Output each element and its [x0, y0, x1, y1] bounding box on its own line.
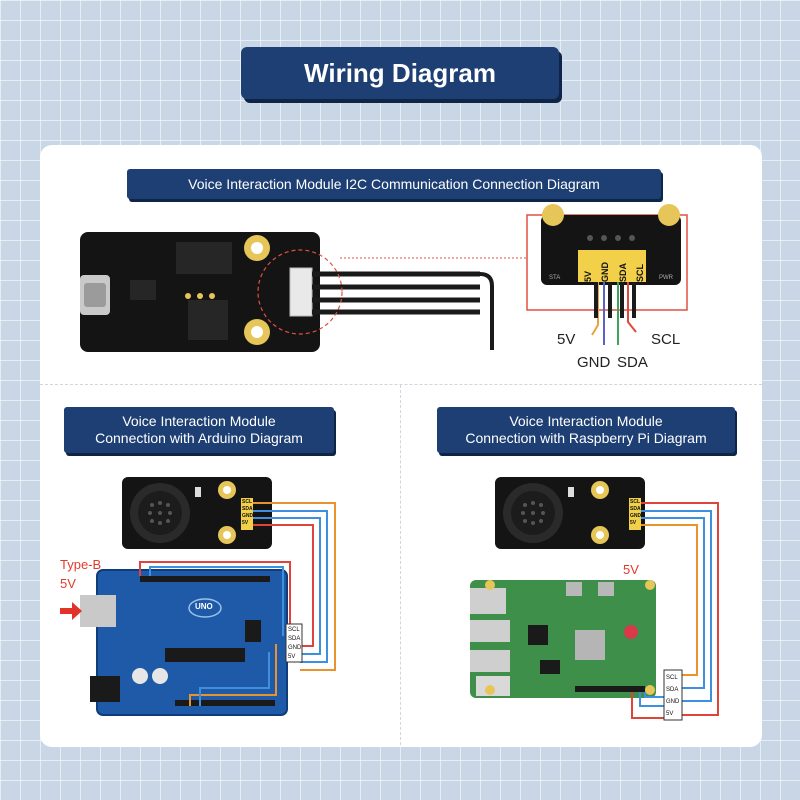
- label-gnd: GND: [577, 354, 611, 371]
- label-scl: SCL: [651, 331, 681, 348]
- connector-pin-scl: SCL: [288, 627, 300, 633]
- uno-logo: UNO: [195, 602, 213, 611]
- rpi-module-pin-sda: SDA: [630, 506, 641, 512]
- arduino-module-pins: SCL SDA GND 5V: [242, 499, 253, 527]
- arduino-section-title: Voice Interaction Module Connection with…: [64, 407, 334, 453]
- connector-pin-5v: 5V: [288, 654, 296, 660]
- rpi-power-label: 5V: [623, 562, 639, 577]
- silk-sta: STA: [549, 275, 561, 281]
- rpi-connector-pin-scl: SCL: [666, 675, 678, 681]
- arduino-power-label: 5V: [60, 576, 76, 591]
- label-5v: 5V: [557, 331, 576, 348]
- rpi-section-title: Voice Interaction Module Connection with…: [437, 407, 735, 453]
- vertical-divider: [400, 385, 401, 745]
- rpi-connector-pin-gnd: GND: [666, 699, 680, 705]
- rpi-connector-pins: SCL SDA GND 5V: [666, 672, 679, 720]
- arduino-connector-pins: SCL SDA GND 5V: [288, 626, 301, 662]
- module-pin-5v: 5V: [242, 520, 249, 526]
- arduino-title-line2: Connection with Arduino Diagram: [95, 430, 303, 446]
- horizontal-divider: [40, 384, 762, 385]
- arduino-title-line1: Voice Interaction Module: [122, 413, 276, 429]
- rpi-module-pin-scl: SCL: [630, 499, 640, 505]
- page-title: Wiring Diagram: [241, 47, 559, 99]
- rpi-connector-pin-sda: SDA: [666, 687, 679, 693]
- module-pin-scl: SCL: [242, 499, 252, 505]
- connector-pin-sda: SDA: [288, 636, 301, 642]
- module-pin-gnd: GND: [242, 513, 254, 519]
- rpi-title-line1: Voice Interaction Module: [509, 413, 663, 429]
- rpi-module-pin-gnd: GND: [630, 513, 642, 519]
- rpi-module-pin-5v: 5V: [630, 520, 637, 526]
- rpi-module-pins: SCL SDA GND 5V: [630, 499, 641, 527]
- label-sda: SDA: [617, 354, 648, 371]
- module-pin-sda: SDA: [242, 506, 253, 512]
- type-b-label: Type-B: [60, 557, 102, 572]
- rpi-title-line2: Connection with Raspberry Pi Diagram: [465, 430, 707, 446]
- connector-pin-gnd: GND: [288, 645, 302, 651]
- i2c-section-title: Voice Interaction Module I2C Communicati…: [127, 169, 661, 199]
- silk-pwr: PWR: [659, 275, 673, 281]
- rpi-connector-pin-5v: 5V: [666, 711, 674, 717]
